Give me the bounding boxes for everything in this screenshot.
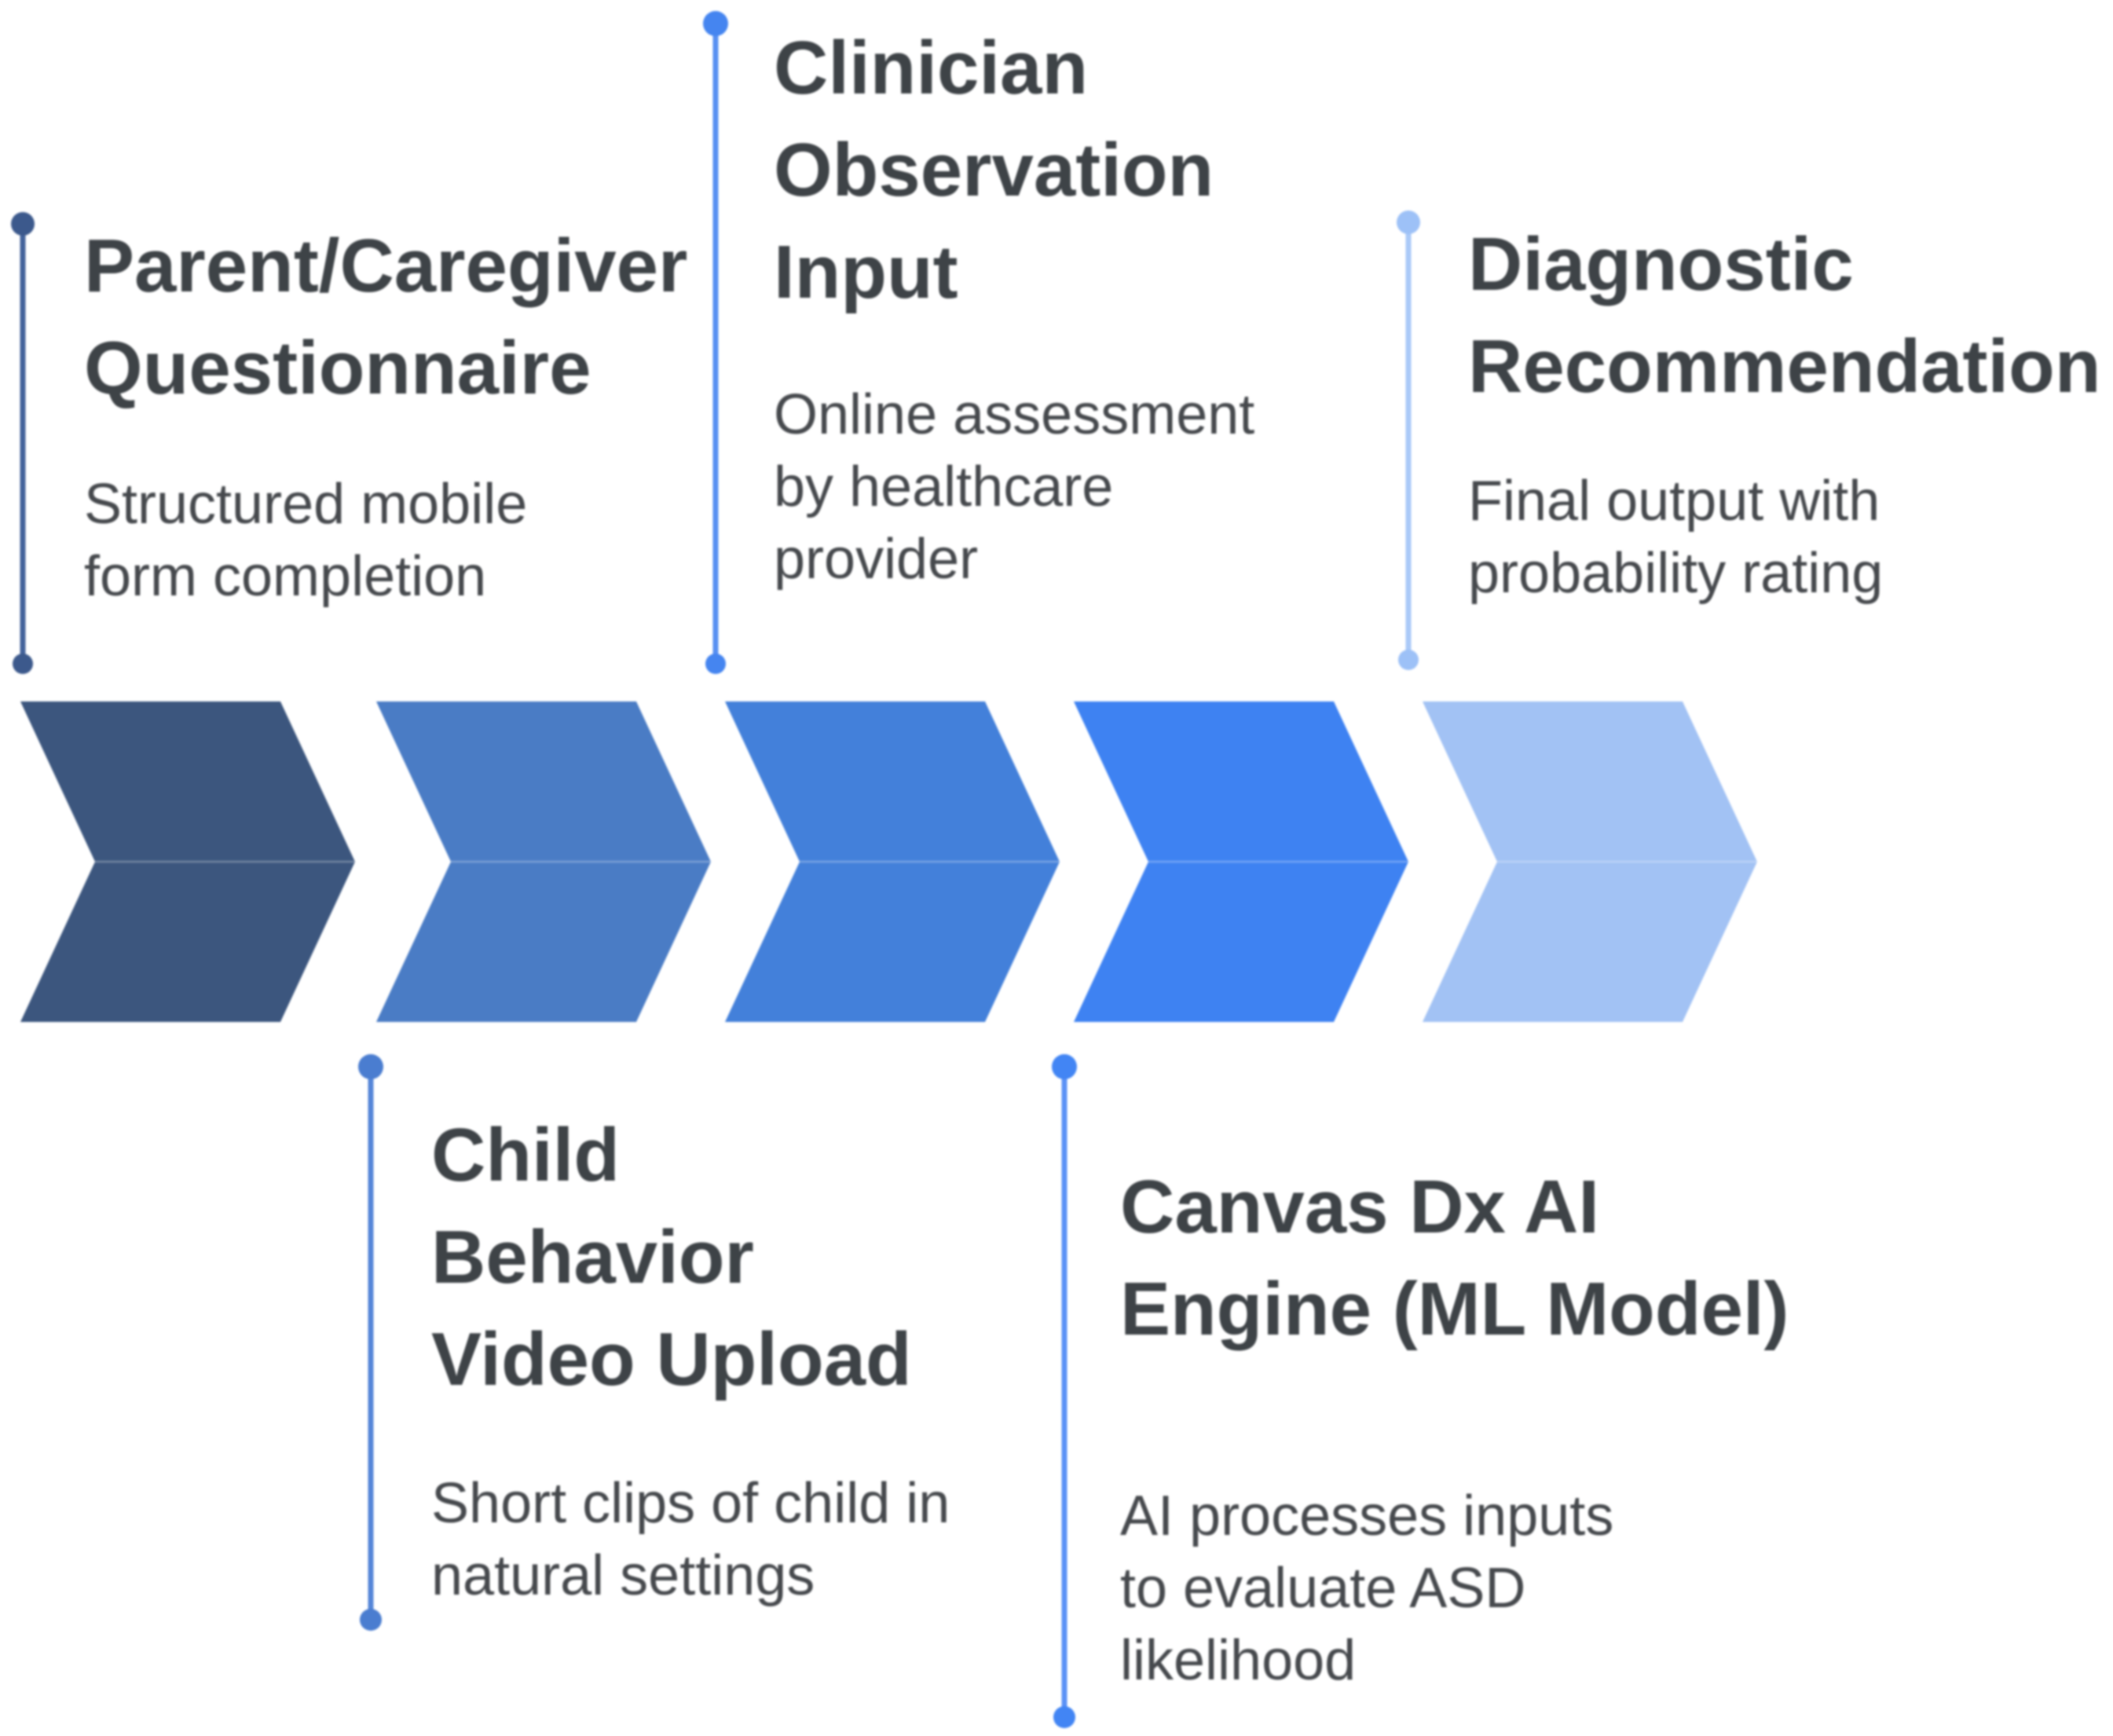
connector-end-dot (360, 1609, 382, 1631)
connector-end-dot (1398, 650, 1419, 670)
step-5-title: Diagnostic Recommendation (1468, 214, 2100, 418)
chevron-step-1 (20, 701, 355, 1022)
description-line: to evaluate ASD (1120, 1557, 1526, 1620)
title-line: Questionnaire (84, 326, 591, 410)
chevron-band (20, 701, 1757, 1022)
title-line: Recommendation (1468, 324, 2101, 408)
description-line: Structured mobile (84, 473, 528, 536)
title-line: Input (774, 230, 958, 314)
connector-step-3 (703, 11, 728, 674)
chevron-step-2 (376, 701, 711, 1022)
description-line: natural settings (431, 1544, 815, 1607)
title-line: Video Upload (431, 1317, 912, 1401)
connector-end-dot (705, 654, 726, 674)
step-1-description: Structured mobile form completion (84, 468, 527, 613)
connector-step-5 (1397, 211, 1420, 670)
description-line: form completion (84, 545, 487, 608)
step-3-description: Online assessment by healthcare provider (774, 379, 1254, 595)
chevron-step-3 (725, 701, 1060, 1022)
description-line: by healthcare (774, 456, 1114, 518)
step-3-title: Clinician Observation Input (774, 17, 1214, 324)
title-line: Clinician (774, 26, 1089, 110)
description-line: probability rating (1468, 542, 1884, 605)
description-line: likelihood (1120, 1629, 1357, 1692)
description-line: AI processes inputs (1120, 1485, 1614, 1547)
connector-start-dot (703, 11, 728, 36)
title-line: Canvas Dx AI (1120, 1165, 1600, 1249)
connector-start-dot (11, 212, 35, 236)
chevron-step-4 (1074, 701, 1408, 1022)
connector-start-dot (358, 1054, 383, 1079)
connector-step-4 (1052, 1054, 1077, 1728)
step-2-title: Child Behavior Video Upload (431, 1104, 912, 1411)
connector-end-dot (1053, 1706, 1075, 1728)
connector-step-1 (11, 212, 35, 674)
title-line: Observation (774, 128, 1214, 212)
description-line: provider (774, 528, 979, 591)
step-1-title: Parent/Caregiver Questionnaire (84, 215, 687, 419)
title-line: Behavior (431, 1215, 754, 1299)
step-2-description: Short clips of child in natural settings (431, 1467, 950, 1612)
step-4-description: AI processes inputs to evaluate ASD like… (1120, 1480, 1613, 1697)
title-line: Diagnostic (1468, 222, 1854, 306)
title-line: Engine (ML Model) (1120, 1267, 1789, 1351)
step-5-description: Final output with probability rating (1468, 465, 1883, 610)
connector-start-dot (1052, 1054, 1077, 1079)
step-4-title: Canvas Dx AI Engine (ML Model) (1120, 1156, 1789, 1361)
description-line: Online assessment (774, 383, 1255, 446)
chevron-step-5 (1423, 701, 1757, 1022)
title-line: Child (431, 1113, 620, 1197)
description-line: Final output with (1468, 470, 1880, 533)
connector-end-dot (13, 654, 33, 674)
connector-step-2 (358, 1054, 383, 1631)
connector-start-dot (1397, 211, 1420, 234)
title-line: Parent/Caregiver (84, 224, 688, 308)
description-line: Short clips of child in (431, 1472, 950, 1535)
